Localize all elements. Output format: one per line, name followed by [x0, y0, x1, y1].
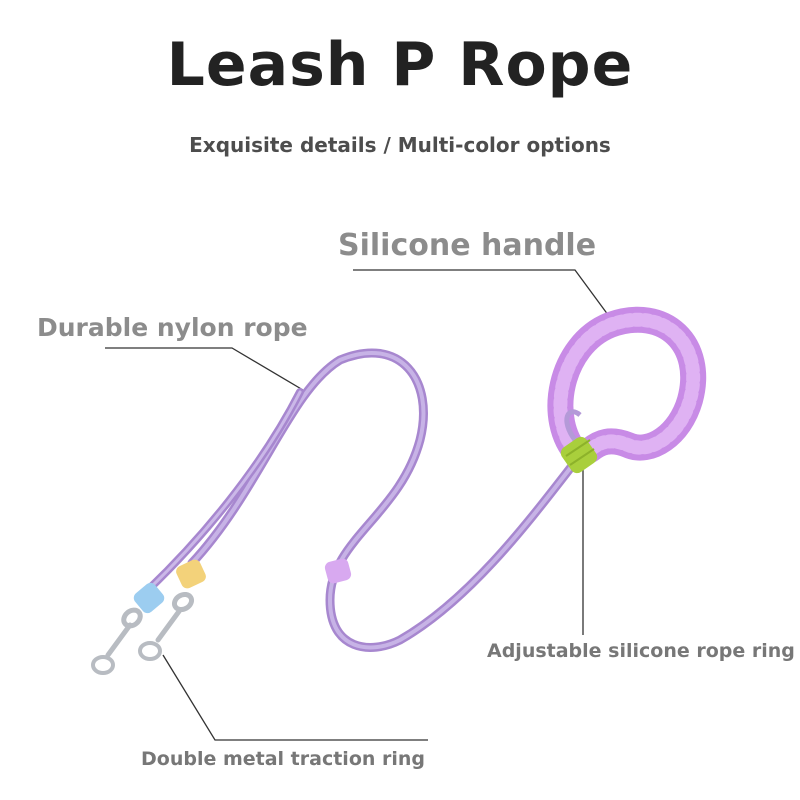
ring-groove — [565, 439, 591, 457]
label-adjustable-ring: Adjustable silicone rope ring — [487, 640, 795, 662]
ring-groove — [569, 448, 595, 466]
leader-line-metal — [162, 654, 428, 741]
metal-clip-1 — [91, 607, 143, 675]
leader-line-handle — [353, 269, 615, 324]
rope-ring-blue — [133, 582, 165, 614]
label-metal-traction-ring: Double metal traction ring — [141, 748, 426, 770]
rope-ring-yellow — [176, 559, 206, 589]
adjustable-ring-green — [560, 436, 598, 474]
leader-lines — [105, 269, 615, 741]
leader-line-nylon — [105, 347, 304, 391]
rope-ring-purple — [324, 558, 352, 584]
label-nylon-rope: Durable nylon rope — [37, 313, 308, 342]
label-silicone-handle: Silicone handle — [338, 228, 597, 263]
page-subtitle: Exquisite details / Multi-color options — [189, 133, 611, 157]
silicone-handle — [547, 306, 707, 468]
metal-clip-2 — [138, 591, 195, 661]
nylon-rope — [144, 348, 580, 652]
page-title: Leash P Rope — [166, 30, 634, 100]
